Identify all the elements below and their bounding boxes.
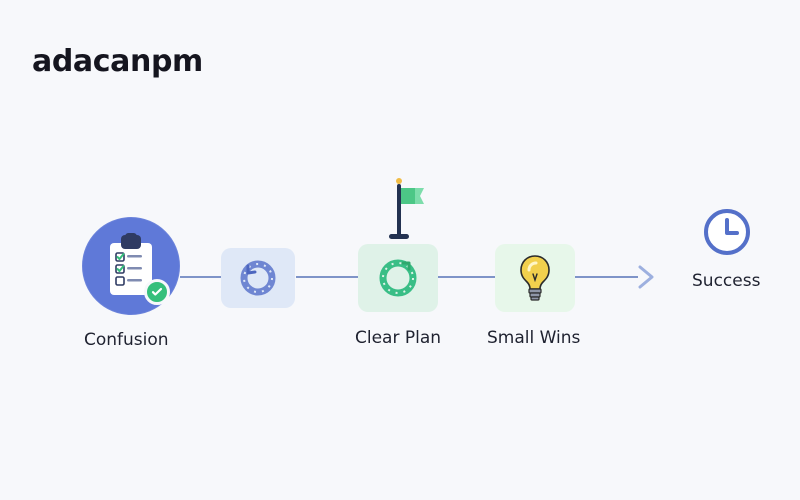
connector-line-1 <box>180 276 222 278</box>
check-badge-icon <box>144 279 170 305</box>
clear-plan-node <box>358 244 438 312</box>
brand-logo: adacanpm <box>32 44 203 79</box>
step-label-success: Success <box>692 271 761 291</box>
step-label-small-wins: Small Wins <box>487 328 581 348</box>
clipboard-icon <box>110 233 152 295</box>
cycle-icon <box>240 260 276 296</box>
step-label-confusion: Confusion <box>84 330 169 350</box>
chevron-right-icon <box>632 262 660 292</box>
small-wins-node <box>495 244 575 312</box>
clock-icon <box>702 207 752 257</box>
connector-line-3 <box>438 276 496 278</box>
cycle-node <box>221 248 295 308</box>
connector-line-2 <box>296 276 358 278</box>
lightbulb-icon <box>520 255 550 301</box>
cycle-icon <box>379 259 417 297</box>
step-label-clear-plan: Clear Plan <box>355 328 442 348</box>
confusion-node <box>82 217 180 315</box>
connector-line-4 <box>574 276 638 278</box>
flag-icon <box>385 176 437 246</box>
